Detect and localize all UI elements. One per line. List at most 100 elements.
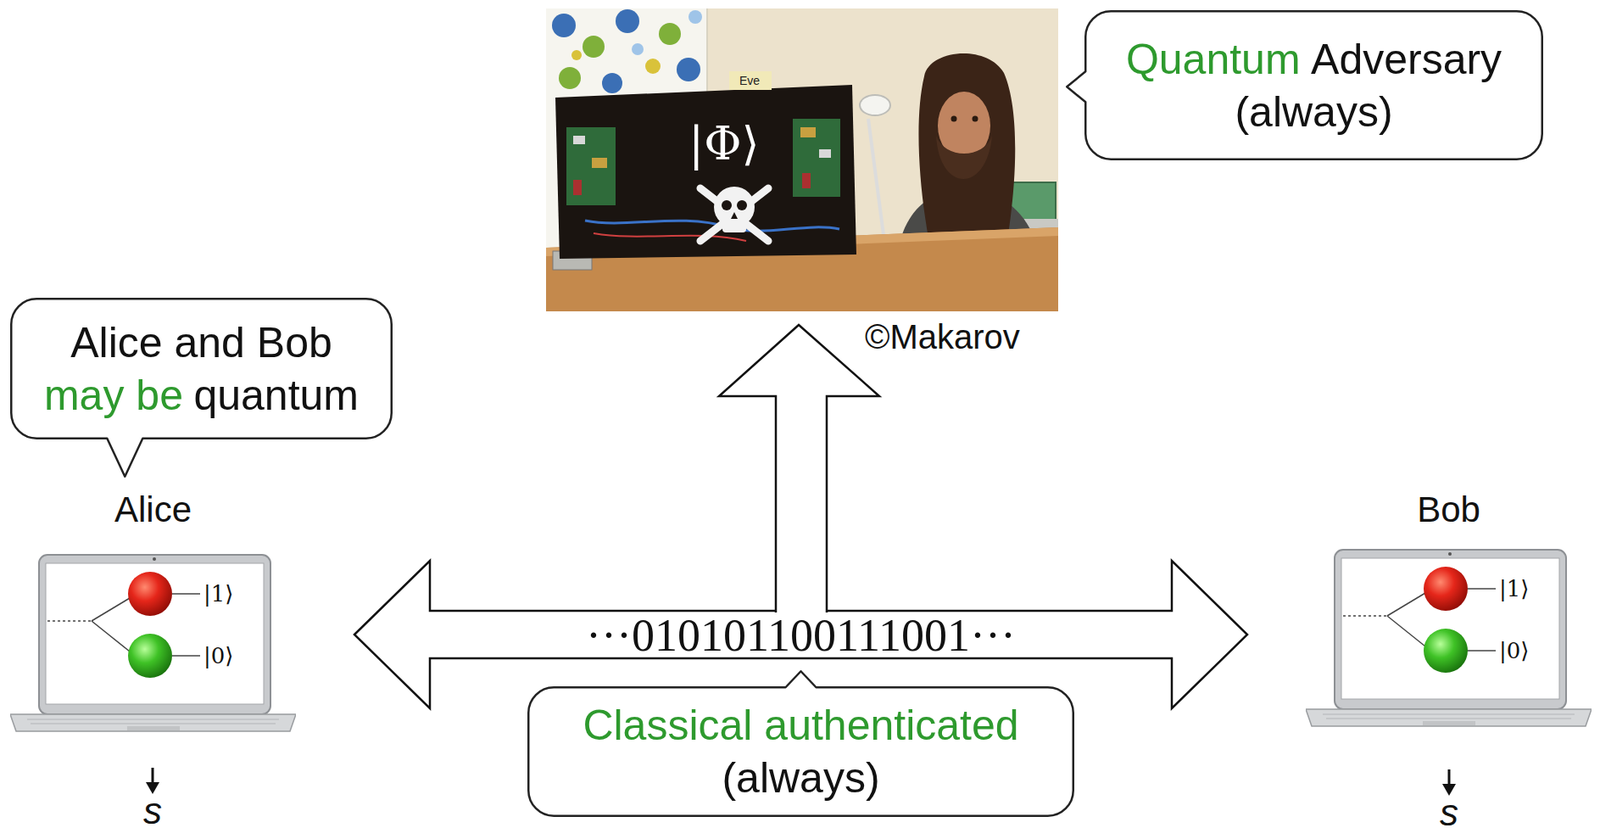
svg-circle — [951, 116, 958, 123]
ket-label: |1⟩ — [203, 580, 234, 607]
laptop-icon — [1305, 548, 1592, 728]
device-node: Alice |1⟩ |0⟩ — [10, 488, 355, 733]
callout-text: Alice and Bobmay bequantum — [10, 297, 393, 440]
callout-label: Adversary — [1310, 35, 1502, 84]
svg-polygon — [730, 211, 738, 219]
output-key: s — [143, 791, 162, 830]
svg-path — [936, 135, 993, 179]
svg-rect — [722, 218, 747, 233]
svg-circle — [1423, 566, 1468, 611]
ket-holder: |0⟩ — [203, 641, 234, 670]
svg-line — [1467, 649, 1496, 652]
callout-shape — [528, 670, 1074, 816]
ket-label: |0⟩ — [1499, 637, 1529, 664]
text-line: (always) — [1234, 85, 1393, 139]
svg-rect — [1341, 557, 1560, 699]
svg-circle — [721, 200, 732, 211]
party-name: Alice — [114, 489, 192, 530]
callout-label: quantum — [193, 371, 359, 419]
ket-holder: |1⟩ — [1499, 574, 1529, 603]
ket-label: |1⟩ — [1499, 575, 1529, 602]
svg-path — [1305, 708, 1592, 726]
callout-label: may be — [44, 371, 184, 419]
ket-holder: |1⟩ — [203, 579, 234, 608]
svg-circle — [1448, 551, 1452, 556]
svg-circle — [631, 43, 644, 56]
svg-circle — [1423, 628, 1468, 673]
svg-rect — [127, 725, 180, 731]
svg-rect — [800, 127, 816, 138]
svg-circle — [551, 13, 576, 38]
output-key: s — [1439, 793, 1459, 831]
svg-rect — [39, 554, 271, 714]
svg-circle — [676, 57, 701, 82]
text-line: QuantumAdversary — [1126, 33, 1502, 86]
svg-rect — [1334, 549, 1567, 709]
callout-label: Classical authenticated — [582, 701, 1019, 749]
svg-rect — [546, 8, 1059, 312]
text-line: Alice and Bob — [70, 316, 333, 369]
text-line: Classical authenticated — [582, 698, 1019, 752]
svg-line — [91, 597, 130, 621]
svg-path — [10, 713, 296, 731]
svg-circle — [688, 10, 703, 24]
svg-rect — [792, 118, 841, 197]
svg-circle — [558, 66, 581, 90]
adversary-photo — [546, 8, 1059, 312]
svg-line — [1448, 769, 1451, 786]
svg-circle — [128, 571, 173, 616]
svg-line — [1467, 587, 1496, 590]
svg-line — [172, 592, 201, 595]
svg-rect — [819, 149, 831, 158]
svg-circle — [645, 58, 661, 74]
svg-circle — [571, 50, 582, 61]
svg-rect — [566, 127, 616, 206]
callout-label: (always) — [1234, 88, 1393, 136]
svg-rect — [573, 135, 586, 145]
callout-outline — [1084, 10, 1544, 161]
callout-label: (always) — [721, 753, 880, 802]
svg-rect — [729, 71, 772, 90]
svg-circle — [128, 633, 173, 678]
svg-circle — [602, 72, 623, 94]
callout-bubble: Alice and Bobmay bequantum — [10, 297, 393, 440]
svg-line — [868, 118, 886, 248]
svg-line — [1343, 614, 1388, 617]
svg-circle — [152, 557, 157, 561]
callout-shape — [11, 298, 392, 477]
party-name: Bob — [1416, 489, 1481, 530]
svg-path — [593, 233, 747, 241]
eavesdrop-arrow — [719, 324, 880, 613]
svg-line — [30, 723, 276, 725]
svg-rect — [1422, 720, 1476, 725]
callout-label: Quantum — [1126, 35, 1301, 84]
svg-line — [1326, 718, 1572, 720]
callout-shape — [1066, 11, 1543, 160]
svg-line — [1322, 713, 1575, 715]
laptop-icon — [10, 553, 296, 733]
svg-line — [27, 719, 279, 720]
svg-rect — [45, 563, 264, 704]
device-state-label: |Φ⟩ — [688, 118, 760, 170]
svg-polygon — [555, 84, 857, 259]
photo-credit: ©Makarov — [864, 317, 1021, 357]
device-heading: Bob — [1305, 488, 1592, 531]
svg-ellipse — [859, 94, 891, 116]
svg-rect — [802, 172, 811, 189]
curtain-flowers — [551, 9, 703, 94]
svg-path — [918, 53, 1015, 243]
svg-line — [1387, 592, 1426, 616]
callout-text: Classical authenticated(always) — [527, 685, 1075, 817]
callout-bubble: QuantumAdversary(always) — [1084, 10, 1544, 161]
ket-holder: |0⟩ — [1499, 635, 1529, 665]
text-line: (always) — [721, 751, 880, 804]
svg-circle — [615, 9, 640, 34]
ket-label: |0⟩ — [203, 642, 234, 669]
svg-circle — [972, 116, 979, 123]
text-line: may bequantum — [44, 368, 359, 422]
name-sticker: Eve — [734, 72, 765, 90]
svg-line — [1387, 615, 1426, 647]
skull-and-crossbones — [700, 186, 769, 241]
svg-rect — [591, 157, 608, 168]
edge-label: ···010101100111001··· — [582, 614, 1020, 656]
